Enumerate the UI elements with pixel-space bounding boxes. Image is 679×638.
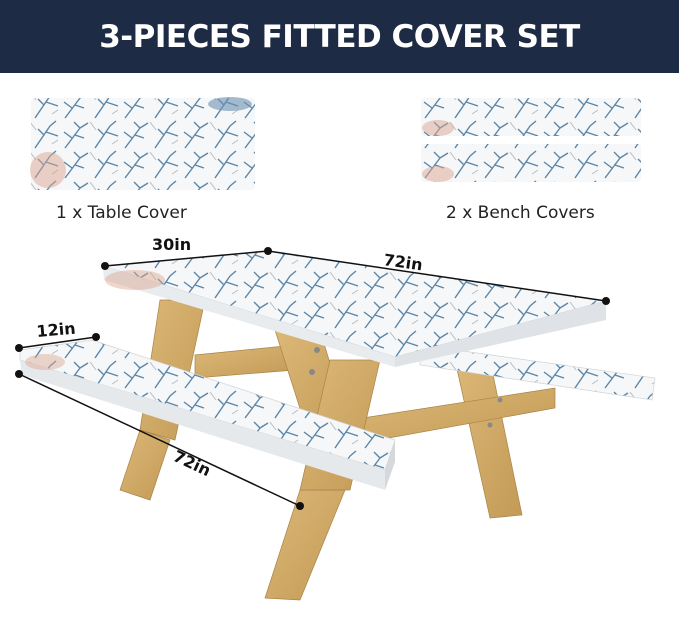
table-width-label: 30in <box>152 235 191 254</box>
table-cover-caption: 1 x Table Cover <box>56 203 187 223</box>
bench-width-label: 12in <box>36 319 77 341</box>
bench-covers-preview <box>421 98 641 182</box>
table-top-cover <box>102 250 607 367</box>
table-cover-preview <box>30 97 255 190</box>
page-title: 3-PIECES FITTED COVER SET <box>99 18 580 55</box>
title-banner: 3-PIECES FITTED COVER SET <box>0 0 679 73</box>
dimension-markers: 30in 72in 12in 72in <box>15 235 610 510</box>
left-bench-cover <box>19 339 396 490</box>
bench-length-label: 72in <box>170 446 214 480</box>
bench-covers-caption: 2 x Bench Covers <box>446 203 595 223</box>
